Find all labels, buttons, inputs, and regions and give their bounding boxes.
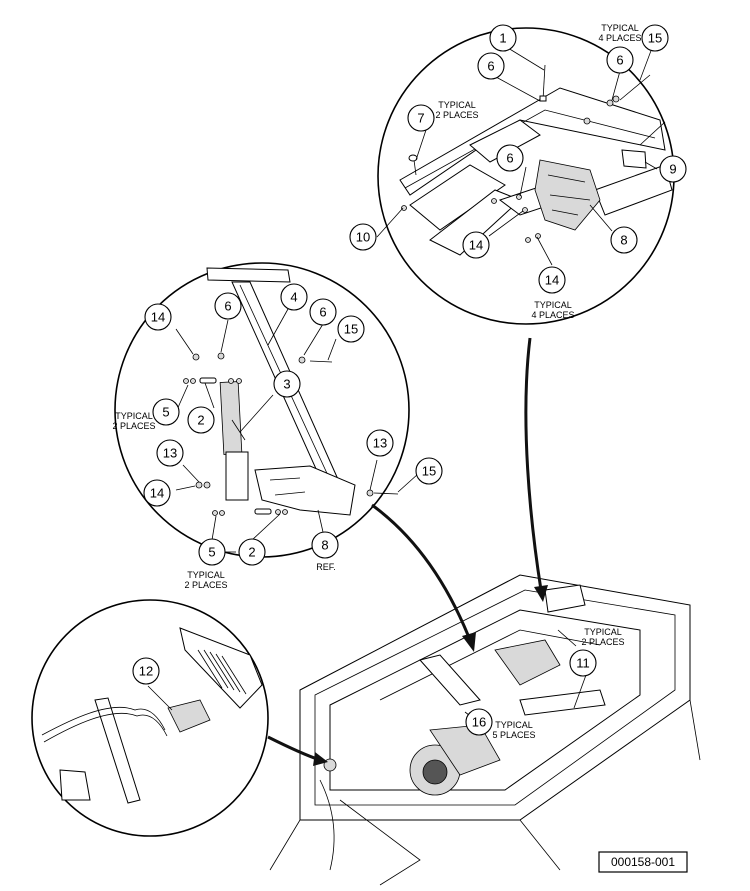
- callout-1: 1: [489, 24, 517, 52]
- svg-text:5: 5: [208, 545, 215, 560]
- callout-6: 6: [309, 298, 337, 326]
- svg-text:13: 13: [373, 436, 387, 451]
- svg-text:15: 15: [648, 31, 662, 46]
- svg-text:15: 15: [344, 322, 358, 337]
- svg-text:12: 12: [139, 664, 153, 679]
- callout-14: 14: [144, 303, 172, 331]
- note-typical-2-places-mid-bottom: TYPICAL 2 PLACES: [184, 570, 227, 590]
- reference-arrows: [267, 337, 548, 766]
- svg-text:16: 16: [472, 715, 486, 730]
- callout-12: 12: [132, 657, 160, 685]
- svg-text:10: 10: [356, 230, 370, 245]
- callout-5: 5: [198, 538, 226, 566]
- callout-6: 6: [477, 52, 505, 80]
- svg-text:5: 5: [162, 405, 169, 420]
- callout-8: 8: [311, 531, 339, 559]
- vehicle-frame-assembly: [269, 574, 701, 886]
- svg-text:1: 1: [499, 31, 506, 46]
- svg-text:9: 9: [669, 162, 676, 177]
- svg-text:6: 6: [487, 59, 494, 74]
- svg-text:6: 6: [616, 53, 623, 68]
- callout-15: 15: [337, 315, 365, 343]
- callout-6: 6: [496, 144, 524, 172]
- svg-text:4 PLACES: 4 PLACES: [531, 310, 574, 320]
- svg-text:13: 13: [163, 446, 177, 461]
- svg-text:6: 6: [506, 151, 513, 166]
- svg-text:6: 6: [224, 299, 231, 314]
- note-typical-4-places-top: TYPICAL 4 PLACES: [598, 23, 641, 43]
- svg-text:TYPICAL: TYPICAL: [495, 720, 533, 730]
- svg-text:2 PLACES: 2 PLACES: [184, 580, 227, 590]
- svg-text:2 PLACES: 2 PLACES: [435, 110, 478, 120]
- svg-text:2: 2: [248, 545, 255, 560]
- note-typical-5-places: TYPICAL 5 PLACES: [492, 720, 535, 740]
- callout-10: 10: [349, 223, 377, 251]
- callout-8: 8: [610, 226, 638, 254]
- svg-text:14: 14: [151, 310, 165, 325]
- note-typical-2-places-mid-left: TYPICAL 2 PLACES: [112, 411, 155, 431]
- callout-7: 7: [407, 104, 435, 132]
- svg-text:3: 3: [283, 377, 290, 392]
- callout-6: 6: [214, 292, 242, 320]
- svg-text:6: 6: [319, 305, 326, 320]
- svg-text:2: 2: [197, 413, 204, 428]
- svg-text:8: 8: [321, 538, 328, 553]
- callout-11: 11: [569, 649, 597, 677]
- callout-6: 6: [606, 46, 634, 74]
- svg-text:2 PLACES: 2 PLACES: [112, 421, 155, 431]
- svg-text:4 PLACES: 4 PLACES: [598, 33, 641, 43]
- callout-15: 15: [641, 24, 669, 52]
- callout-14: 14: [462, 231, 490, 259]
- callout-15: 15: [415, 457, 443, 485]
- svg-text:14: 14: [545, 273, 559, 288]
- callout-5: 5: [152, 398, 180, 426]
- callout-3: 3: [273, 370, 301, 398]
- note-typical-4-places-bottom: TYPICAL 4 PLACES: [531, 300, 574, 320]
- svg-text:TYPICAL: TYPICAL: [438, 100, 476, 110]
- callout-13: 13: [156, 439, 184, 467]
- svg-text:2 PLACES: 2 PLACES: [581, 637, 624, 647]
- svg-text:TYPICAL: TYPICAL: [601, 23, 639, 33]
- svg-text:5 PLACES: 5 PLACES: [492, 730, 535, 740]
- note-ref: REF.: [316, 562, 336, 572]
- svg-text:TYPICAL: TYPICAL: [534, 300, 572, 310]
- note-typical-2-places-top: TYPICAL 2 PLACES: [435, 100, 478, 120]
- svg-text:8: 8: [620, 233, 627, 248]
- detail-view-top: [377, 27, 675, 325]
- svg-text:11: 11: [576, 656, 590, 671]
- svg-text:15: 15: [422, 464, 436, 479]
- callout-16: 16: [465, 708, 493, 736]
- detail-view-bottom: [31, 599, 269, 837]
- svg-text:4: 4: [290, 290, 297, 305]
- svg-text:TYPICAL: TYPICAL: [187, 570, 225, 580]
- connector-pins: [197, 649, 247, 695]
- figure-id-label: 000158-001: [598, 851, 688, 873]
- callout-4: 4: [280, 283, 308, 311]
- svg-text:14: 14: [150, 486, 164, 501]
- svg-text:TYPICAL: TYPICAL: [584, 627, 622, 637]
- callout-13: 13: [366, 429, 394, 457]
- svg-text:7: 7: [417, 111, 424, 126]
- callout-2: 2: [187, 406, 215, 434]
- callout-9: 9: [659, 155, 687, 183]
- callout-14: 14: [538, 266, 566, 294]
- callout-14: 14: [143, 479, 171, 507]
- svg-text:000158-001: 000158-001: [611, 855, 675, 869]
- svg-text:14: 14: [469, 238, 483, 253]
- note-typical-2-places-right: TYPICAL 2 PLACES: [581, 627, 624, 647]
- svg-text:TYPICAL: TYPICAL: [115, 411, 153, 421]
- callout-2: 2: [238, 538, 266, 566]
- leader-lines: [147, 47, 658, 723]
